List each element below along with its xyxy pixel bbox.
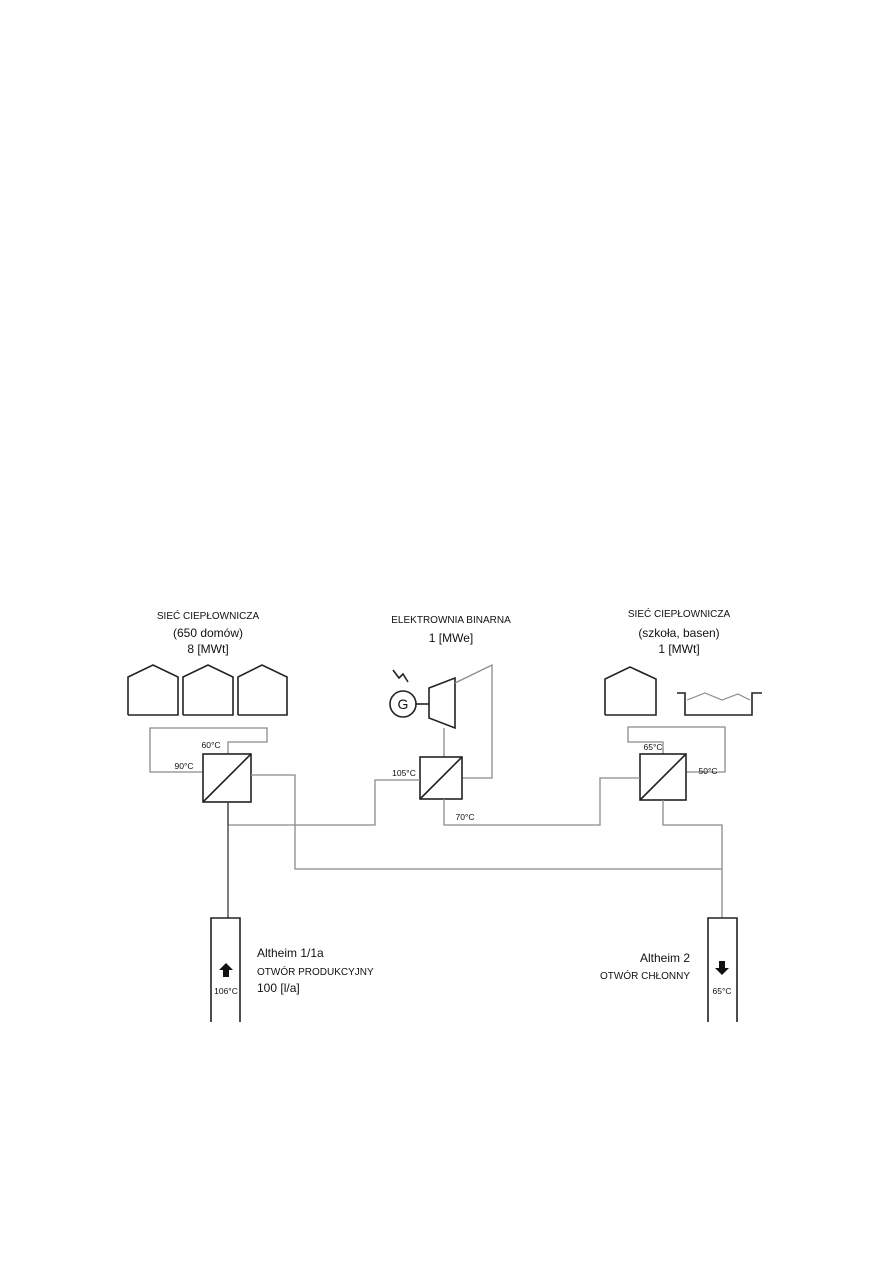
lightning-icon [392,669,409,683]
turbine-loop-pipe [454,663,493,779]
left-network-power: 8 [MWt] [187,642,228,656]
injection-well [707,917,738,1022]
house-icon [604,666,657,716]
turbine-icon [428,676,456,730]
right-network-title: SIEĆ CIEPŁOWNICZA [628,607,731,620]
arrow-up-icon [219,963,233,977]
pipe-right-to-injection [662,800,723,918]
plant-temp-in: 105°C [392,768,416,778]
production-well-flow: 100 [l/a] [257,981,300,995]
heat-exchanger-center [419,756,463,800]
injection-well-temp: 65°C [713,986,732,996]
plant-power: 1 [MWe] [429,631,473,645]
left-network-subtitle: (650 domów) [173,626,243,640]
heat-exchanger-right [639,753,687,801]
house-icon [182,664,234,716]
house-icon [237,664,288,716]
house-icon [127,664,179,716]
left-temp-left: 90°C [175,761,194,771]
injection-well-name: Altheim 2 [640,951,690,965]
production-well-name: Altheim 1/1a [257,946,324,960]
production-well-temp: 106°C [214,986,238,996]
left-loop-pipe [149,727,268,773]
pipe-left-return [251,774,722,870]
right-temp-right: 50°C [699,766,718,776]
plant-title: ELEKTROWNIA BINARNA [391,615,511,626]
production-well-type: OTWÓR PRODUKCYJNY [257,965,374,978]
pool-icon [677,692,762,716]
left-temp-top: 60°C [202,740,221,750]
right-network-subtitle: (szkoła, basen) [638,626,719,640]
right-temp-top: 65°C [644,742,663,752]
right-network-power: 1 [MWt] [658,642,699,656]
pipe-center-to-right [443,777,640,826]
plant-temp-out: 70°C [456,812,475,822]
heat-exchanger-left [202,753,252,803]
arrow-down-icon [715,961,729,975]
right-loop-pipe [627,726,726,773]
left-network-title: SIEĆ CIEPŁOWNICZA [157,609,260,622]
generator-label: G [398,696,409,712]
production-well [210,917,241,1022]
injection-well-type: OTWÓR CHŁONNY [600,969,690,982]
pipe-left-to-center [227,779,420,826]
